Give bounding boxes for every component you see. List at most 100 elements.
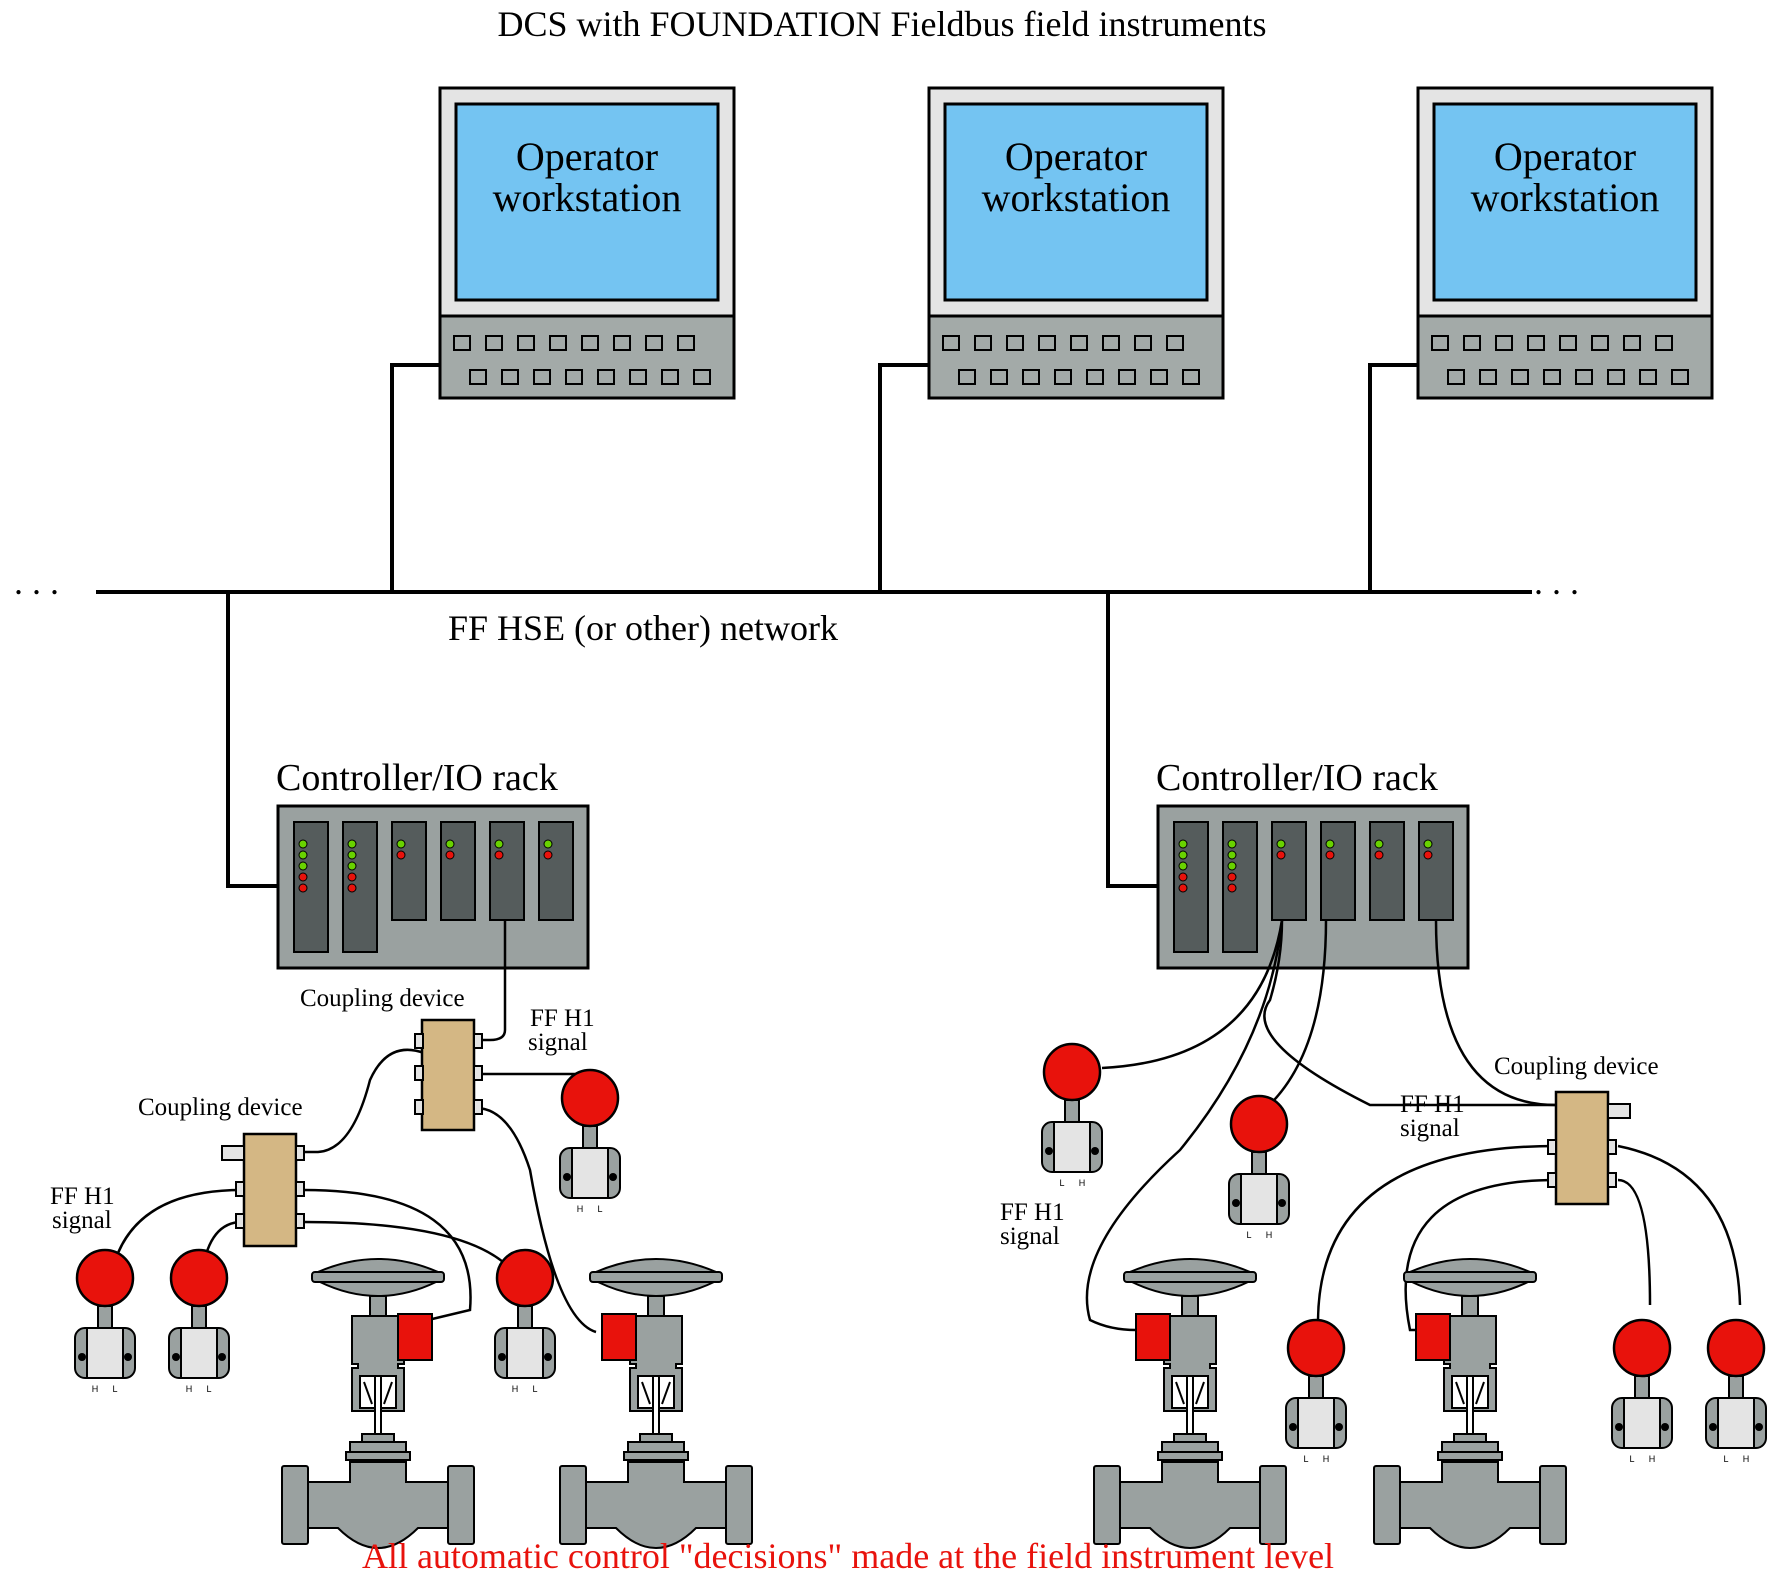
workstation-label-line1: Operator [516,134,658,179]
led-green [1276,839,1286,849]
coupling-device-label-left-lower: Coupling device [138,1094,303,1121]
rack-label-left: Controller/IO rack [276,757,558,799]
workstation-label-line2: workstation [493,175,682,220]
io-card [1369,821,1405,921]
keyboard-key [1150,369,1168,385]
led-red [1374,850,1384,860]
keyboard-key [1006,335,1024,351]
keyboard-key [1070,335,1088,351]
network-label: FF HSE (or other) network [448,608,838,648]
led-green [347,861,357,871]
ff-h1-label-3-line1: FF H1 [1000,1199,1065,1226]
led-red [1423,850,1433,860]
led-green [298,861,308,871]
led-green [1227,861,1237,871]
control-valve-1 [281,1258,475,1549]
ff-h1-label-1-line2: signal [528,1029,588,1056]
keyboard-key [1655,335,1673,351]
tx-h-label: H [1079,1178,1086,1188]
led-green [445,839,455,849]
tx-h-label: H [186,1384,193,1394]
coupling-device-label-right: Coupling device [1494,1053,1659,1080]
transmitter-2: H L [168,1248,230,1394]
led-red [1178,883,1188,893]
io-card [489,821,525,921]
tx-h-label: H [1649,1454,1656,1464]
workstation-label-line1: Operator [1494,134,1636,179]
keyboard-key [1479,369,1497,385]
led-red [1227,883,1237,893]
led-red [347,872,357,882]
led-green [347,839,357,849]
led-green [1374,839,1384,849]
led-red [1178,872,1188,882]
coupling-device-left-lower [221,1132,305,1248]
io-cards [1173,821,1454,953]
network-wiring [96,363,1532,888]
ff-h1-label-2-line1: FF H1 [50,1183,115,1210]
led-red [543,850,553,860]
transmitter-4: H L [559,1068,621,1214]
workstation-label-line1: Operator [1005,134,1147,179]
keyboard-key [1671,369,1689,385]
led-green [1178,861,1188,871]
ff-h1-label-1-line1: FF H1 [530,1005,595,1032]
keyboard-key [942,335,960,351]
led-red [298,883,308,893]
tx-h-label: H [1743,1454,1750,1464]
transmitter-5: L H [1041,1042,1103,1188]
keyboard-key [661,369,679,385]
transmitter-7: L H [1285,1318,1347,1464]
led-green [1423,839,1433,849]
tx-l-label: L [1723,1454,1728,1464]
led-red [298,872,308,882]
keyboard-key [501,369,519,385]
keyboard-key [1463,335,1481,351]
led-green [1227,850,1237,860]
led-red [494,850,504,860]
led-green [298,850,308,860]
tx-h-label: H [1266,1230,1273,1240]
keyboard-key [974,335,992,351]
controller-io-rack-left [276,804,590,970]
tx-h-label: H [577,1204,584,1214]
tx-l-label: L [532,1384,537,1394]
transmitter-9: L H [1705,1318,1767,1464]
keyboard-key [581,335,599,351]
tx-l-label: L [597,1204,602,1214]
operator-workstation-3: Operator workstation [1416,86,1714,400]
keyboard-key [693,369,711,385]
keyboard-key [990,369,1008,385]
io-card [1271,821,1307,921]
coupling-device-left-upper [414,1018,483,1132]
io-card [1418,821,1454,921]
footer-note: All automatic control "decisions" made a… [362,1536,1334,1576]
tx-l-label: L [206,1384,211,1394]
keyboard-key [453,335,471,351]
keyboard-key [485,335,503,351]
transmitter-8: L H [1611,1318,1673,1464]
keyboard-key [1038,335,1056,351]
led-green [1178,850,1188,860]
ff-h1-label-3-line2: signal [1000,1223,1060,1250]
control-valve-2 [559,1258,753,1549]
diagram-title: DCS with FOUNDATION Fieldbus field instr… [497,4,1266,44]
ff-h1-label-4-line1: FF H1 [1400,1091,1465,1118]
io-card [538,821,574,921]
io-card [1320,821,1356,921]
led-red [1325,850,1335,860]
tx-h-label: H [92,1384,99,1394]
control-valve-4 [1373,1258,1567,1549]
keyboard-key [549,335,567,351]
keyboard-key [1511,369,1529,385]
led-green [1178,839,1188,849]
operator-workstation-1: Operator workstation [438,86,736,400]
coupling-device-label-left-upper: Coupling device [300,985,465,1012]
keyboard-key [1134,335,1152,351]
transmitter-6: L H [1228,1094,1290,1240]
controller-io-rack-right [1156,804,1470,970]
keyboard-key [565,369,583,385]
keyboard-key [677,335,695,351]
keyboard-key [1607,369,1625,385]
